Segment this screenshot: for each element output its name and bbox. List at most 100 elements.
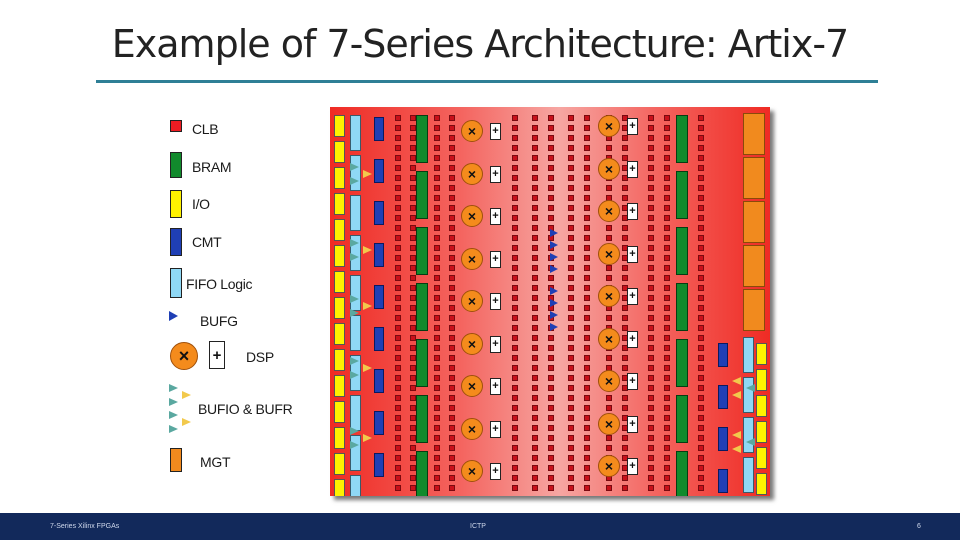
io-block xyxy=(334,427,345,449)
clb-cell xyxy=(664,395,670,401)
clb-cell xyxy=(584,165,590,171)
clb-cell xyxy=(622,355,628,361)
dsp-multiplier-icon: × xyxy=(598,327,620,350)
clb-cell xyxy=(664,225,670,231)
clb-cell xyxy=(664,145,670,151)
clb-cell xyxy=(532,475,538,481)
clb-cell xyxy=(434,315,440,321)
clb-cell xyxy=(648,165,654,171)
clb-cell xyxy=(622,265,628,271)
clb-cell xyxy=(449,365,455,371)
legend-label-bufio: BUFIO & BUFR xyxy=(198,401,293,417)
clb-cell xyxy=(664,185,670,191)
clb-cell xyxy=(512,145,518,151)
dsp-adder-icon: + xyxy=(490,250,501,268)
bufio-arrow-icon xyxy=(350,427,359,435)
clb-cell xyxy=(410,285,416,291)
clb-cell xyxy=(410,355,416,361)
io-block xyxy=(334,323,345,345)
legend-bufg-arrow-icon xyxy=(169,311,178,321)
clb-cell xyxy=(648,275,654,281)
clb-cell xyxy=(532,145,538,151)
clb-cell xyxy=(698,425,704,431)
clb-cell xyxy=(449,455,455,461)
clb-cell xyxy=(584,405,590,411)
clb-cell xyxy=(532,125,538,131)
clb-cell xyxy=(512,245,518,251)
clb-cell xyxy=(698,395,704,401)
clb-cell xyxy=(698,285,704,291)
clb-cell xyxy=(622,485,628,491)
bram-block xyxy=(416,227,428,275)
clb-cell xyxy=(648,295,654,301)
clb-cell xyxy=(622,395,628,401)
clb-cell xyxy=(512,355,518,361)
clb-cell xyxy=(449,175,455,181)
clb-cell xyxy=(449,355,455,361)
clb-cell xyxy=(512,235,518,241)
mgt-block xyxy=(743,245,765,287)
clb-cell xyxy=(548,165,554,171)
clb-cell xyxy=(648,415,654,421)
cmt-block xyxy=(374,243,384,267)
bufio-arrow-icon xyxy=(746,384,755,392)
clb-cell xyxy=(568,435,574,441)
clb-cell xyxy=(698,275,704,281)
clb-cell xyxy=(584,185,590,191)
clb-cell xyxy=(584,345,590,351)
io-block xyxy=(334,349,345,371)
clb-cell xyxy=(512,295,518,301)
clb-cell xyxy=(434,295,440,301)
clb-cell xyxy=(568,475,574,481)
clb-cell xyxy=(449,185,455,191)
clb-cell xyxy=(548,455,554,461)
clb-cell xyxy=(698,315,704,321)
clb-cell xyxy=(512,125,518,131)
clb-cell xyxy=(532,165,538,171)
clb-cell xyxy=(512,185,518,191)
clb-cell xyxy=(606,355,612,361)
clb-cell xyxy=(434,155,440,161)
clb-cell xyxy=(434,255,440,261)
clb-cell xyxy=(584,435,590,441)
clb-cell xyxy=(606,445,612,451)
clb-cell xyxy=(648,255,654,261)
clb-cell xyxy=(532,115,538,121)
bufg-arrow-icon xyxy=(550,241,558,249)
clb-cell xyxy=(410,165,416,171)
clb-cell xyxy=(532,305,538,311)
clb-cell xyxy=(512,255,518,261)
clb-cell xyxy=(410,245,416,251)
cmt-block xyxy=(374,117,384,141)
clb-cell xyxy=(584,305,590,311)
fifo-block xyxy=(350,395,361,431)
bram-block xyxy=(676,283,688,331)
clb-cell xyxy=(512,485,518,491)
clb-cell xyxy=(648,445,654,451)
clb-cell xyxy=(395,385,401,391)
clb-cell xyxy=(532,135,538,141)
clb-cell xyxy=(664,265,670,271)
dsp-multiplier-icon: × xyxy=(598,370,620,392)
clb-cell xyxy=(568,125,574,131)
clb-cell xyxy=(410,275,416,281)
clb-cell xyxy=(568,415,574,421)
legend-swatch-clb xyxy=(170,120,182,132)
clb-cell xyxy=(664,425,670,431)
clb-cell xyxy=(532,425,538,431)
clb-cell xyxy=(395,165,401,171)
legend-label-bufg: BUFG xyxy=(200,313,238,329)
bufio-arrow-icon xyxy=(732,377,741,385)
clb-cell xyxy=(698,145,704,151)
clb-cell xyxy=(395,125,401,131)
clb-cell xyxy=(606,395,612,401)
clb-cell xyxy=(698,345,704,351)
clb-cell xyxy=(449,315,455,321)
clb-cell xyxy=(622,345,628,351)
clb-cell xyxy=(512,195,518,201)
mgt-block xyxy=(743,201,765,243)
clb-cell xyxy=(410,395,416,401)
clb-cell xyxy=(434,175,440,181)
clb-cell xyxy=(434,215,440,221)
clb-cell xyxy=(512,175,518,181)
